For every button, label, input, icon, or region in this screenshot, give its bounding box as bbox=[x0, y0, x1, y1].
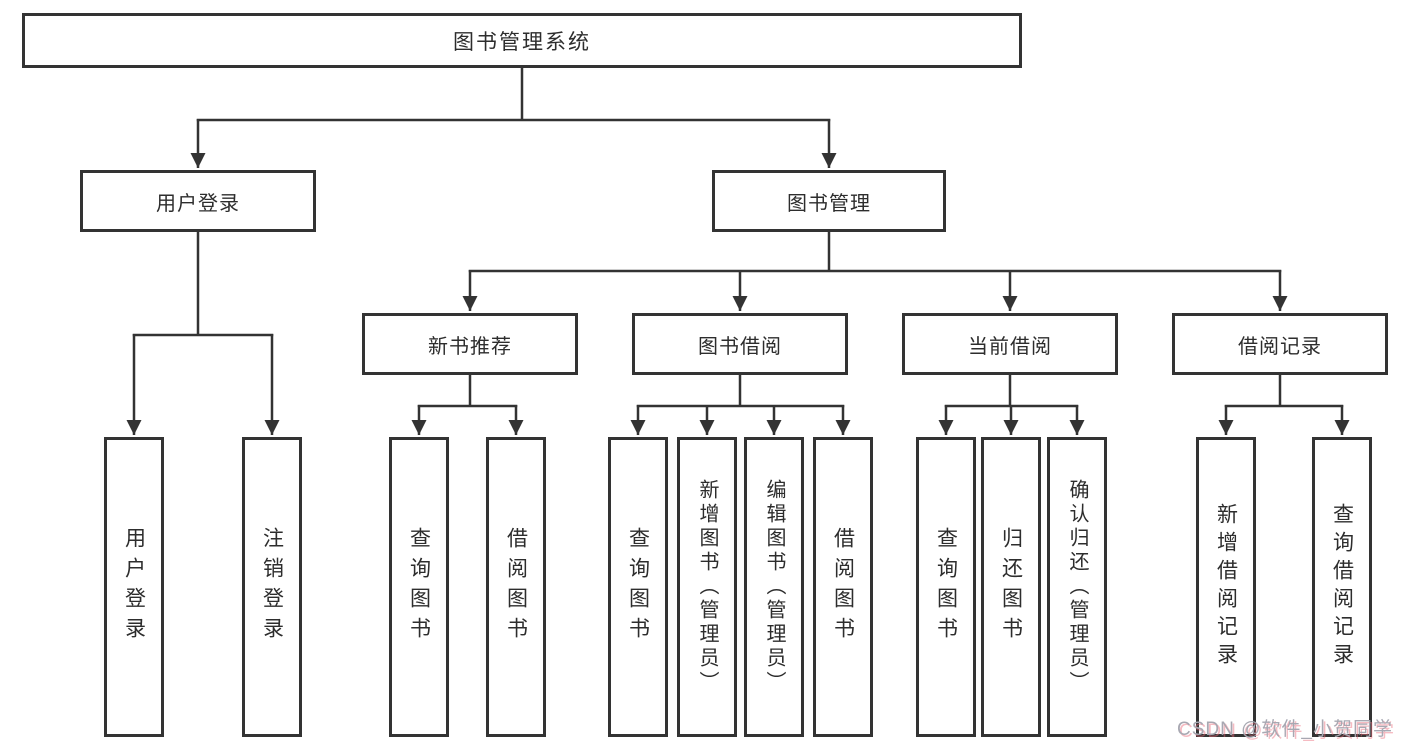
node-book-borrow: 图书借阅 bbox=[632, 313, 848, 375]
csdn-watermark: CSDN @软件_小贺同学 bbox=[1177, 719, 1393, 740]
leaf-user-login: 用户登录 bbox=[104, 437, 164, 737]
leaf-add-book-admin: 新增图书（管理员） bbox=[677, 437, 737, 737]
node-book-management: 图书管理 bbox=[712, 170, 946, 232]
leaf-return-book: 归还图书 bbox=[981, 437, 1041, 737]
leaf-edit-book-admin: 编辑图书（管理员） bbox=[744, 437, 804, 737]
leaf-query-book-borrow: 查询图书 bbox=[608, 437, 668, 737]
node-user-login: 用户登录 bbox=[80, 170, 316, 232]
leaf-add-borrow-record: 新增借阅记录 bbox=[1196, 437, 1256, 737]
leaf-borrow-book: 借阅图书 bbox=[813, 437, 873, 737]
node-root-library-system: 图书管理系统 bbox=[22, 13, 1022, 68]
leaf-query-borrow-record: 查询借阅记录 bbox=[1312, 437, 1372, 737]
node-new-book-recommend: 新书推荐 bbox=[362, 313, 578, 375]
node-borrow-records: 借阅记录 bbox=[1172, 313, 1388, 375]
leaf-confirm-return-admin: 确认归还（管理员） bbox=[1047, 437, 1107, 737]
node-current-borrow: 当前借阅 bbox=[902, 313, 1118, 375]
leaf-logout: 注销登录 bbox=[242, 437, 302, 737]
leaf-query-book-recommend: 查询图书 bbox=[389, 437, 449, 737]
leaf-borrow-book-recommend: 借阅图书 bbox=[486, 437, 546, 737]
leaf-query-book-current: 查询图书 bbox=[916, 437, 976, 737]
